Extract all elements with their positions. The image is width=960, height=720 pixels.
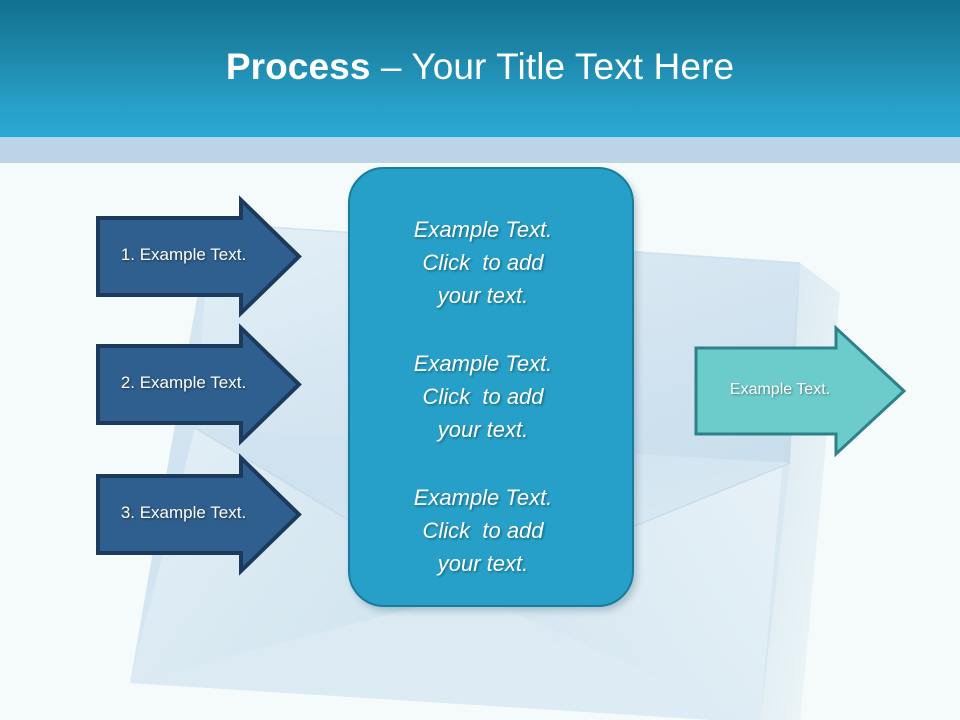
step-arrow-3[interactable]: 3. Example Text. — [96, 453, 302, 576]
step-arrow-2[interactable]: 2. Example Text. — [96, 323, 302, 446]
panel-text-block-1[interactable]: Example Text. Click to add your text. — [413, 217, 553, 308]
panel-text-block-3[interactable]: Example Text. Click to add your text. — [413, 485, 553, 576]
center-content-panel[interactable]: Example Text. Click to add your text. Ex… — [348, 167, 634, 607]
header-band — [0, 0, 960, 137]
step-arrow-1-label: 1. Example Text. — [120, 245, 247, 264]
panel-spacer — [350, 312, 616, 347]
page-title-regular: Your Title Text Here — [411, 46, 735, 87]
header-subband — [0, 137, 960, 163]
result-arrow[interactable]: Example Text. — [694, 324, 907, 458]
right-arrow-icon — [96, 453, 302, 576]
envelope-flap-bottom — [130, 593, 754, 720]
right-arrow-icon — [694, 324, 907, 458]
step-arrow-2-label: 2. Example Text. — [120, 373, 247, 392]
right-arrow-icon — [96, 195, 302, 318]
step-arrow-3-label: 3. Example Text. — [120, 503, 247, 522]
page-title-dash: – — [370, 46, 412, 87]
result-arrow-label: Example Text. — [729, 381, 831, 398]
step-arrow-1[interactable]: 1. Example Text. — [96, 195, 302, 318]
right-arrow-icon — [96, 323, 302, 446]
panel-text-block-2[interactable]: Example Text. Click to add your text. — [413, 351, 553, 442]
center-panel-body: Example Text. Click to add your text. Ex… — [350, 213, 616, 580]
panel-spacer — [350, 446, 616, 481]
page-title-bold: Process — [225, 46, 371, 87]
page-title: Process – Your Title Text Here — [0, 44, 960, 90]
